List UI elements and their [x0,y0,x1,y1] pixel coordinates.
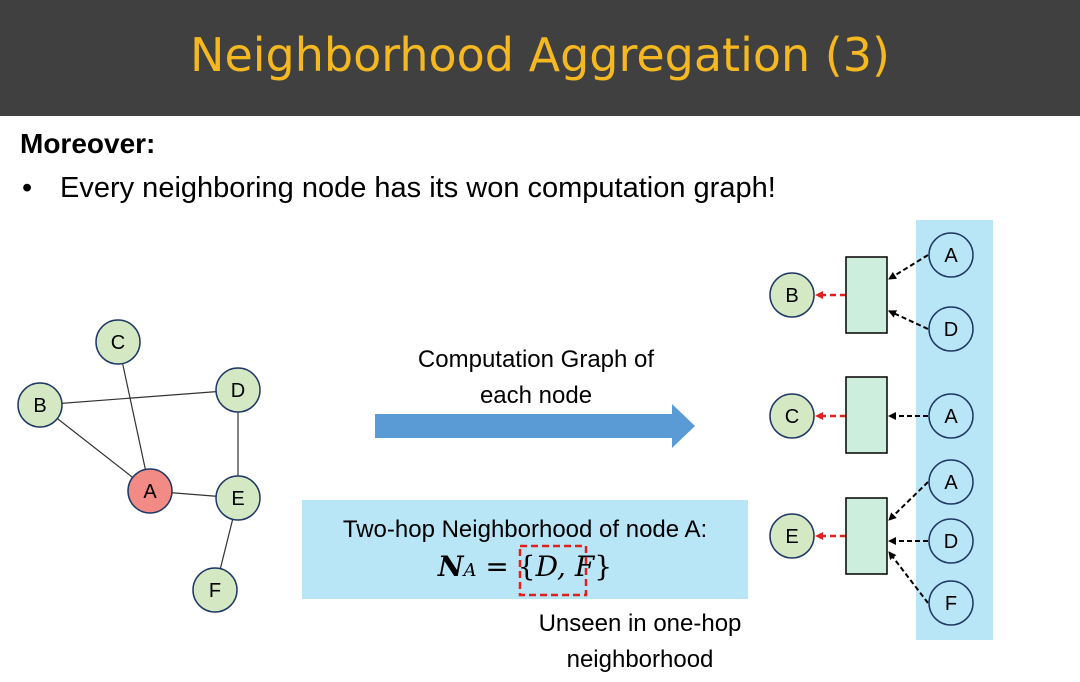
title-bar [0,0,1080,116]
formula-set: D, F [535,550,595,583]
formula-eq: = { [476,550,536,583]
input-node-e-f [928,580,974,626]
graph-node-label-d: D [231,380,245,402]
aggregator-box-e [845,497,888,575]
target-node-c [769,393,815,439]
input-node-label-e-f: F [945,593,957,615]
graph-node-c [95,319,141,365]
input-node-label-e-a: A [944,472,958,494]
graph-node-label-b: B [33,395,46,417]
graph-node-b [17,382,63,428]
arrow-label-line1: Computation Graph of [417,346,655,373]
aggregator-box-c [845,376,888,454]
unseen-caption: Unseen in one-hop neighborhood [500,606,780,678]
computation-arrow [375,404,695,448]
aggregator-box-b [845,256,888,334]
arrow-label-line2: each node [479,382,593,409]
graph-node-label-a: A [143,481,157,503]
bullet-item: • Every neighboring node has its won comp… [22,172,776,205]
input-node-e-d [928,518,974,564]
arrow-label: Computation Graph of each node [386,342,686,414]
graph-node-label-f: F [209,580,221,602]
input-arrow-b-d [888,310,929,330]
input-arrow-e-a [888,481,929,521]
two-hop-box: Two-hop Neighborhood of node A: NA = {D,… [302,500,748,599]
target-node-label-b: B [785,285,798,307]
computation-graphs: B A D C A E A D F [769,232,974,626]
formula-close: } [594,550,613,583]
two-hop-formula: NA = {D, F} [302,550,748,583]
bullet-marker: • [22,172,33,204]
input-node-b-a [928,232,974,278]
input-node-b-d [928,306,974,352]
input-node-c-a [928,393,974,439]
target-node-e [769,513,815,559]
input-node-label-c-a: A [944,406,958,428]
graph-node-label-e: E [231,488,244,510]
graph-node-a [127,468,173,514]
input-node-label-e-d: D [944,531,958,553]
edge-c-a [117,341,151,492]
slide-title: Neighborhood Aggregation (3) [190,28,890,82]
input-arrow-e-f [888,551,929,604]
edge-b-d [39,389,239,406]
target-node-b [769,272,815,318]
moreover-heading: Moreover: [20,128,156,159]
bullet-text: Every neighboring node has its won compu… [60,172,776,204]
formula-subscript: A [463,560,477,581]
input-graph-edges [39,341,239,591]
graph-node-d [215,367,261,413]
target-node-label-c: C [785,406,799,428]
two-hop-title: Two-hop Neighborhood of node A: [342,516,708,543]
input-graph-nodes: C B D A E F [17,319,261,613]
input-node-e-a [928,459,974,505]
graph-node-e [215,475,261,521]
unseen-line2: neighborhood [566,646,714,673]
graph-node-f [192,567,238,613]
input-node-label-b-d: D [944,319,958,341]
unseen-line1: Unseen in one-hop [538,610,742,637]
graph-node-label-c: C [111,332,125,354]
edge-b-a [39,404,151,492]
formula-n: N [437,550,464,583]
target-node-label-e: E [785,526,798,548]
input-node-label-b-a: A [944,245,958,267]
